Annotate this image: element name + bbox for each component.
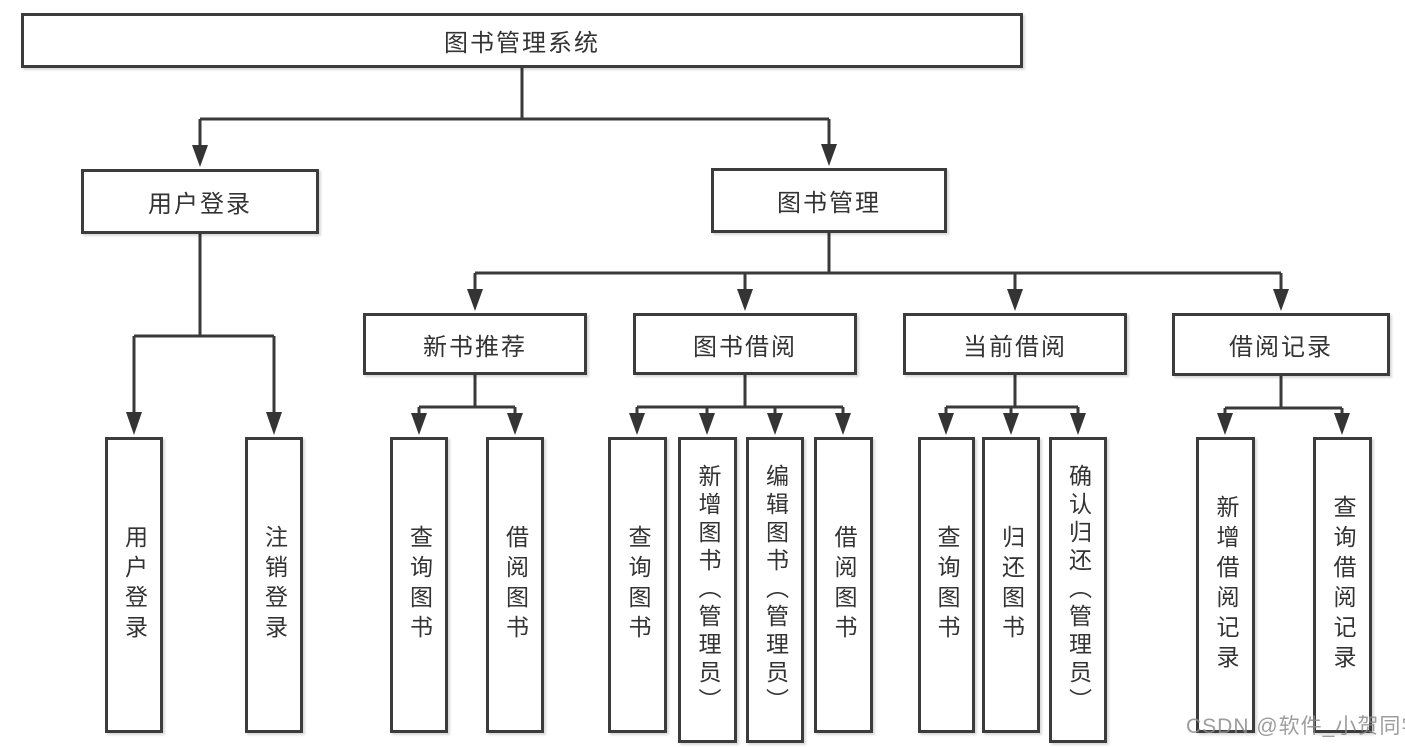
leaf-query-borrow-record: 查询借阅记录 (1313, 437, 1372, 733)
leaf-borrow-books-borrowing: 借阅图书 (814, 437, 873, 733)
leaf-query-books-recommend: 查询图书 (390, 437, 448, 733)
node-user-login: 用户登录 (81, 169, 319, 234)
node-book-borrowing: 图书借阅 (633, 313, 857, 375)
node-borrowing-records: 借阅记录 (1172, 313, 1390, 376)
leaf-add-book-admin: 新增图书（管理员） (678, 437, 737, 743)
node-current-borrowing: 当前借阅 (903, 313, 1127, 375)
leaf-user-login: 用户登录 (105, 437, 163, 733)
leaf-query-books-borrowing: 查询图书 (608, 437, 667, 733)
leaf-query-books-current: 查询图书 (918, 437, 975, 733)
leaf-edit-book-admin: 编辑图书（管理员） (746, 437, 804, 743)
node-library-system: 图书管理系统 (21, 13, 1023, 68)
leaf-logout: 注销登录 (245, 437, 303, 733)
leaf-borrow-books-recommend: 借阅图书 (486, 437, 544, 733)
leaf-add-borrow-record: 新增借阅记录 (1196, 437, 1255, 733)
leaf-return-books: 归还图书 (982, 437, 1040, 733)
node-new-book-recommend: 新书推荐 (363, 313, 587, 375)
node-book-management: 图书管理 (711, 168, 947, 233)
leaf-confirm-return-admin: 确认归还（管理员） (1049, 437, 1107, 743)
watermark: CSDN @软件_小贺同学 (1186, 715, 1405, 738)
